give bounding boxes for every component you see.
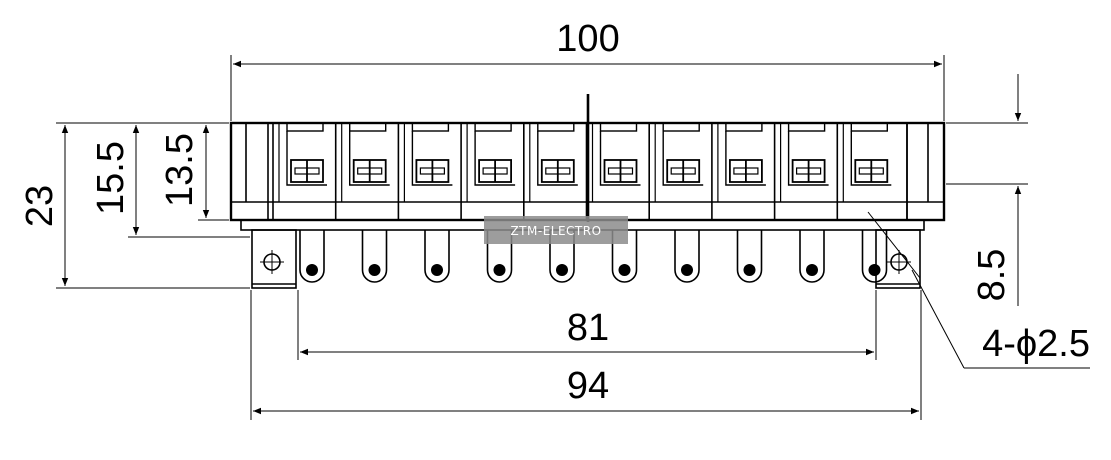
lug-hole [681,264,693,276]
clamp-plate [419,167,445,175]
dim-label-overall-height: 23 [19,185,61,227]
terminal-cell [460,122,516,220]
terminal-cell [773,122,829,220]
cell-top-slot [662,122,700,132]
cell-top-slot [411,122,450,132]
clamp-plate [545,167,571,175]
watermark-text: ZTM-ELECTRO [510,224,601,238]
solder-lug [549,230,575,283]
terminal-cell [397,122,453,220]
lug-outline [861,230,888,283]
lug-hole [868,264,881,276]
cell-top-slot [537,122,575,132]
lug-outline [611,230,638,283]
dim-label-hole-spacing: 81 [567,307,609,349]
dim-label-height-b: 13.5 [159,133,201,207]
cell-top-slot [850,122,888,132]
cell-top-slot [599,122,638,132]
cell-wall [850,131,892,186]
terminal-cell [272,122,327,220]
terminal-cells [272,122,908,220]
dim-label-overall-length: 100 [556,18,619,60]
lug-hole [368,264,381,276]
lug-hole [493,264,506,276]
dim-label-height-c: 8.5 [971,249,1013,302]
cell-wall [787,131,829,186]
dim-label-holes: 4-ϕ2.5 [982,323,1090,365]
lug-hole [806,264,818,276]
solder-lug [674,230,700,283]
clamp-plate [858,167,884,175]
watermark: ZTM-ELECTRO [484,216,628,244]
solder-lug [736,230,763,283]
cell-top-slot [787,122,826,132]
terminal-cell [836,122,892,220]
solder-lug [799,230,825,283]
cell-wall [537,131,578,186]
clamp-plate [294,167,320,175]
lug-outline [424,230,450,283]
lug-outline [549,230,575,283]
clamp-plate [607,167,634,175]
solder-lug [486,230,513,283]
mounting-bracket-left [251,229,297,289]
cell-wall [411,131,453,186]
clamp-plate [670,167,696,175]
cell-top-slot [286,122,324,132]
lug-hole [306,264,318,276]
lug-outline [299,230,325,283]
clamp-plate [482,167,508,175]
cell-wall [662,131,704,186]
dimension-height-b: 13.5 [159,125,229,221]
dimension-hole-spacing: 81 [297,290,877,360]
lug-outline [736,230,763,283]
dimension-height-c: 8.5 [946,74,1028,306]
lug-outline [361,230,388,283]
clamp-plate [733,167,759,175]
cell-wall [286,131,327,186]
terminal-cell [711,122,766,220]
cell-top-slot [349,122,387,132]
cell-wall [349,131,390,186]
cell-wall [725,131,766,186]
dimension-base-length: 94 [250,290,922,420]
dimension-overall-length: 100 [230,18,945,121]
solder-lug [299,230,325,283]
clamp-plate [795,167,822,175]
cell-top-slot [725,122,763,132]
solder-lug [424,230,450,283]
lug-outline [674,230,700,283]
mounting-bracket-right [875,229,921,289]
terminal-cell [585,122,641,220]
hole-callout: 4-ϕ2.5 [867,211,1090,369]
lug-hole [743,264,756,276]
terminal-cell [522,122,578,220]
lug-outline [799,230,825,283]
dimension-height-a: 15.5 [90,125,250,238]
lug-outline [486,230,513,283]
terminal-cell [334,122,390,220]
dimension-overall-height: 23 [19,122,250,289]
cell-wall [599,131,641,186]
lug-hole [431,264,443,276]
lug-hole [618,264,631,276]
solder-lug [361,230,388,283]
cell-top-slot [474,122,512,132]
solder-lug [861,230,888,283]
terminal-cell [648,122,704,220]
solder-lug [611,230,638,283]
dim-label-height-a: 15.5 [90,141,132,215]
terminal-lugs [299,230,888,283]
lug-hole [556,264,568,276]
cell-wall [474,131,516,186]
clamp-plate [357,167,383,175]
dim-label-base-length: 94 [567,365,609,407]
